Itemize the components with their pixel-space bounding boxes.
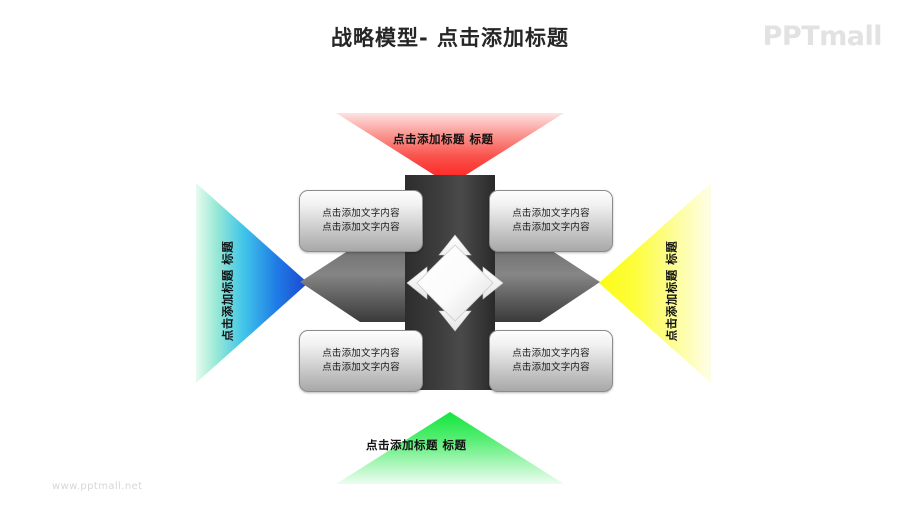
content-box-line-1: 点击添加文字内容 [322, 208, 400, 219]
left-arrow-blue[interactable] [196, 183, 308, 383]
bottom-arrow-green[interactable] [336, 412, 564, 484]
content-box-bottom-left[interactable]: 点击添加文字内容 点击添加文字内容 [299, 330, 423, 392]
bottom-arrow-label: 点击添加标题 标题 [366, 438, 467, 452]
top-arrow-red[interactable] [336, 113, 564, 185]
content-box-top-left[interactable]: 点击添加文字内容 点击添加文字内容 [299, 190, 423, 252]
content-box-line-1: 点击添加文字内容 [322, 348, 400, 359]
page-title: 战略模型- 点击添加标题 [330, 26, 570, 50]
content-box-top-right[interactable]: 点击添加文字内容 点击添加文字内容 [489, 190, 613, 252]
right-arrow-label: 点击添加标题 标题 [664, 240, 679, 342]
content-box-line-1: 点击添加文字内容 [512, 348, 590, 359]
top-arrow-label: 点击添加标题 标题 [393, 132, 494, 146]
content-box-line-2: 点击添加文字内容 [512, 222, 590, 233]
brand-logo: PPTmall [762, 21, 883, 52]
content-box-line-1: 点击添加文字内容 [512, 208, 590, 219]
content-box-line-2: 点击添加文字内容 [512, 362, 590, 373]
footer-url: www.pptmall.net [52, 481, 143, 492]
content-box-bottom-right[interactable]: 点击添加文字内容 点击添加文字内容 [489, 330, 613, 392]
content-box-line-2: 点击添加文字内容 [322, 222, 400, 233]
center-four-way-arrow-icon [405, 233, 505, 333]
content-box-line-2: 点击添加文字内容 [322, 362, 400, 373]
left-arrow-label: 点击添加标题 标题 [220, 240, 235, 342]
right-arrow-yellow[interactable] [599, 183, 711, 383]
